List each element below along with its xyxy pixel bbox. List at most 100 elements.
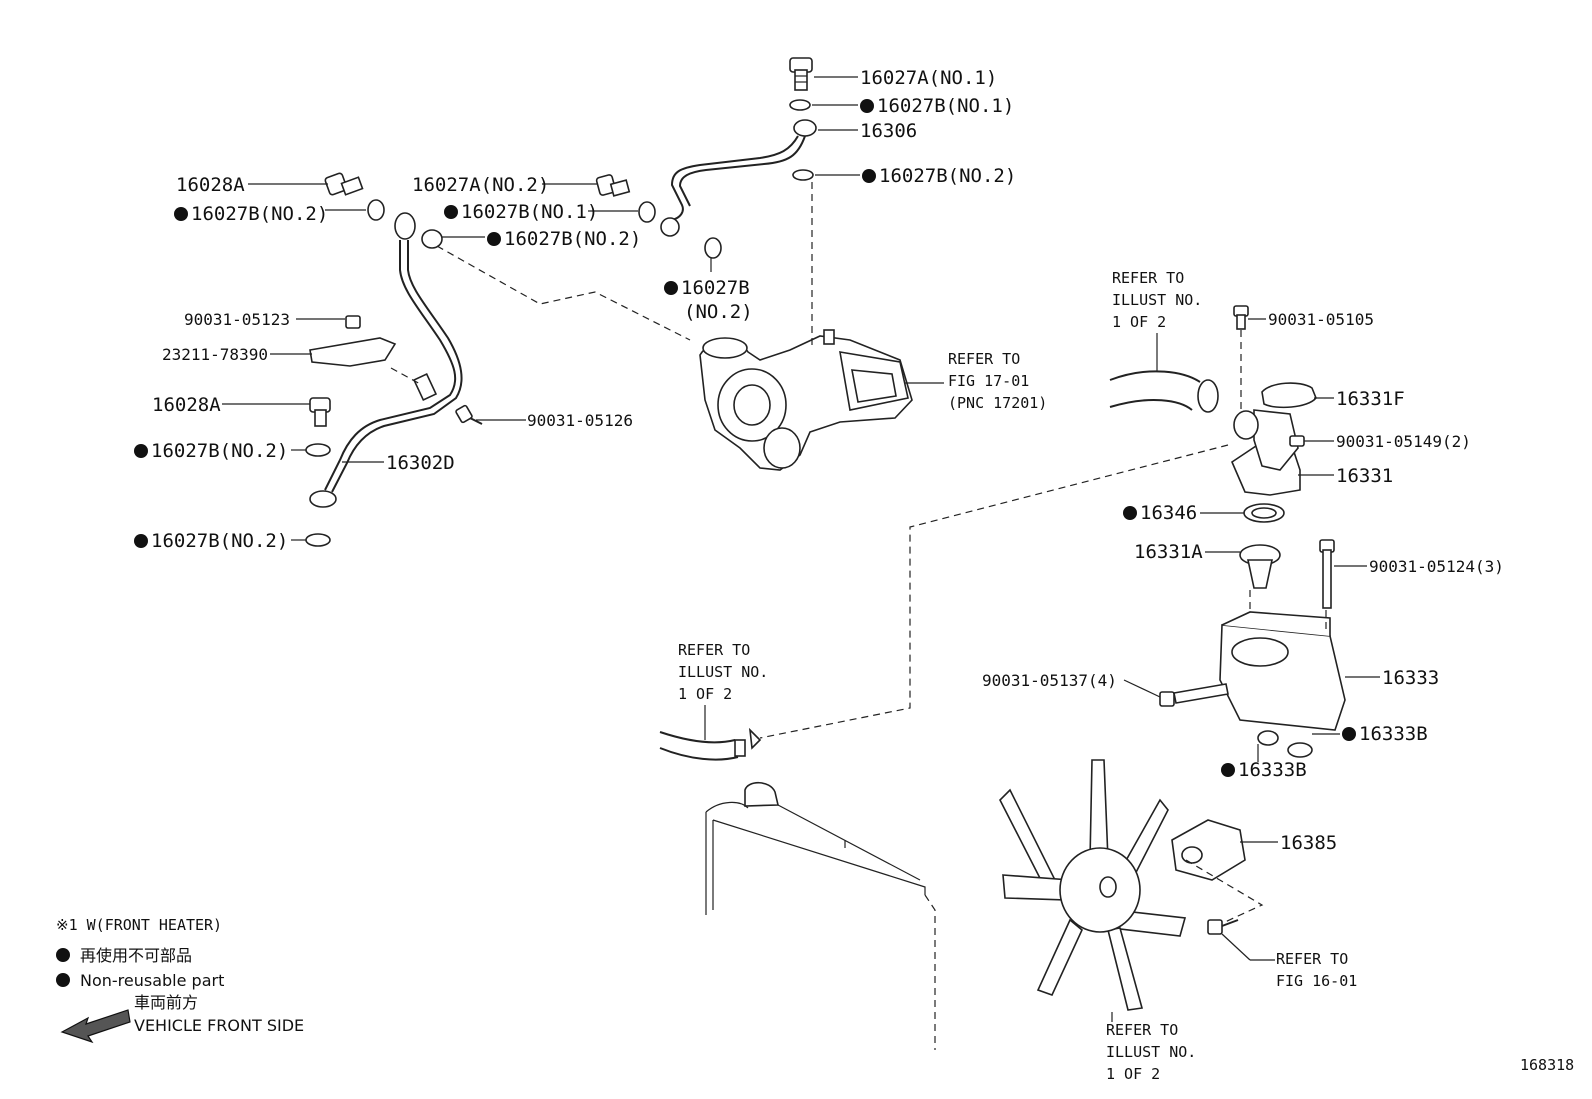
svg-text:16028A: 16028A: [176, 174, 245, 196]
legend-front-en: VEHICLE FRONT SIDE: [134, 1016, 304, 1035]
svg-text:16385: 16385: [1280, 832, 1337, 854]
thermostat-part: [1239, 544, 1281, 589]
dashed-link-3: [390, 367, 423, 386]
svg-text:16028A: 16028A: [152, 394, 221, 416]
callout-16331a: 16331A: [1134, 541, 1203, 563]
thermostat-housing-part: [1219, 611, 1346, 731]
svg-text:16302D: 16302D: [386, 452, 455, 474]
gasket-top-part: [789, 99, 811, 111]
svg-text:16027A(NO.1): 16027A(NO.1): [860, 67, 997, 89]
lower-hose-part: [659, 727, 762, 761]
front-arrow-icon: [60, 1009, 131, 1044]
union-bolt-left-part: [324, 172, 364, 196]
upper-hose-part: [1109, 370, 1219, 413]
callout-16385: 16385: [1280, 832, 1337, 854]
svg-text:16027B(NO.2): 16027B(NO.2): [879, 165, 1016, 187]
svg-text:REFER TO: REFER TO: [678, 641, 750, 659]
fan-part: [999, 759, 1187, 1011]
svg-text:REFER TO: REFER TO: [1106, 1021, 1178, 1039]
callout-16027b-no2-lower2: 16027B(NO.2): [134, 530, 288, 552]
callout-16028a-lower: 16028A: [152, 394, 221, 416]
callout-16027b-no1-top: 16027B(NO.1): [860, 95, 1014, 117]
legend-note: ※1 W(FRONT HEATER): [56, 916, 222, 934]
callouts: 16027A(NO.1) 16027B(NO.1) 16306 16027B(N…: [134, 67, 1504, 854]
svg-text:FIG 17-01: FIG 17-01: [948, 372, 1029, 390]
svg-text:16027B(NO.2): 16027B(NO.2): [504, 228, 641, 250]
svg-text:(NO.2): (NO.2): [684, 301, 753, 323]
oring-16333b-a-part: [1287, 742, 1313, 758]
svg-text:16027B: 16027B: [681, 277, 750, 299]
leader-lines: [222, 76, 1380, 1022]
svg-text:16346: 16346: [1140, 502, 1197, 524]
gasket-right-part: [792, 169, 814, 181]
legend: ※1 W(FRONT HEATER) 再使用不可部品 Non-reusable …: [56, 916, 304, 1044]
svg-text:90031-05123: 90031-05123: [184, 310, 290, 329]
bracket-part: [309, 315, 397, 367]
gasket-lower-1-part: [305, 443, 331, 457]
callout-16346: 16346: [1123, 502, 1197, 524]
callout-16027a-no1: 16027A(NO.1): [860, 67, 997, 89]
gasket-left-part: [367, 199, 385, 221]
svg-text:16027B(NO.2): 16027B(NO.2): [151, 530, 288, 552]
svg-text:REFER TO: REFER TO: [1112, 269, 1184, 287]
oil-outlet-pipe-part: [309, 212, 463, 508]
union-bolt-no1-part: [789, 57, 813, 91]
svg-text:90031-05137(4): 90031-05137(4): [982, 671, 1117, 690]
callout-16333: 16333: [1382, 667, 1439, 689]
legend-nonreusable-jp: 再使用不可部品: [80, 946, 192, 965]
gasket-lower-2-part: [305, 533, 331, 547]
svg-text:16027B(NO.1): 16027B(NO.1): [461, 201, 598, 223]
bolt-fig1601-part: [1207, 919, 1239, 935]
svg-text:16331: 16331: [1336, 465, 1393, 487]
legend-bullet-jp: [56, 948, 70, 962]
union-bolt-lower-part: [309, 397, 331, 427]
legend-nonreusable-en: Non-reusable part: [80, 971, 224, 990]
svg-text:ILLUST NO.: ILLUST NO.: [678, 663, 768, 681]
svg-text:(PNC 17201): (PNC 17201): [948, 394, 1047, 412]
reference-fig16-01: REFER TO FIG 16-01: [1276, 950, 1357, 990]
radiator-part: [705, 781, 936, 1050]
oring-16333b-b-part: [1257, 730, 1279, 746]
callout-16302d: 16302D: [386, 452, 455, 474]
dashed-link-5: [759, 444, 1229, 739]
svg-text:16333B: 16333B: [1359, 723, 1428, 745]
dashed-link-8: [1185, 859, 1264, 923]
gasket-16346-inner: [1251, 507, 1277, 519]
reference-fig17-01: REFER TO FIG 17-01 (PNC 17201): [948, 350, 1047, 412]
callout-16027b-center: 16027B(NO.2): [664, 277, 753, 323]
svg-text:90031-05126: 90031-05126: [527, 411, 633, 430]
water-outlet-part: [1231, 409, 1305, 496]
svg-text:1 OF 2: 1 OF 2: [678, 685, 732, 703]
svg-text:16331A: 16331A: [1134, 541, 1203, 563]
svg-text:90031-05124(3): 90031-05124(3): [1369, 557, 1504, 576]
legend-bullet-en: [56, 973, 70, 987]
svg-text:FIG 16-01: FIG 16-01: [1276, 972, 1357, 990]
callout-16306: 16306: [860, 120, 917, 142]
union-bolt-no2-part: [595, 174, 631, 197]
reference-illust-bottom: REFER TO ILLUST NO. 1 OF 2: [1106, 1021, 1196, 1083]
svg-text:16027B(NO.2): 16027B(NO.2): [151, 440, 288, 462]
callout-90031-05124: 90031-05124(3): [1369, 557, 1504, 576]
callout-16028a-top: 16028A: [176, 174, 245, 196]
reference-illust-lower-left: REFER TO ILLUST NO. 1 OF 2: [678, 641, 768, 703]
callout-16333b-right: 16333B: [1342, 723, 1428, 745]
svg-text:16027A(NO.2): 16027A(NO.2): [412, 174, 549, 196]
gasket-mid-part: [704, 237, 722, 259]
bolt-05126-part: [455, 404, 483, 425]
callout-23211-78390: 23211-78390: [162, 345, 268, 364]
callout-90031-05149: 90031-05149(2): [1336, 432, 1471, 451]
svg-text:16331F: 16331F: [1336, 388, 1405, 410]
fan-flange-part: [1171, 819, 1246, 881]
svg-text:ILLUST NO.: ILLUST NO.: [1106, 1043, 1196, 1061]
callout-16333b-lower: 16333B: [1221, 759, 1307, 781]
legend-front-jp: 車両前方: [134, 993, 198, 1012]
svg-text:90031-05105: 90031-05105: [1268, 310, 1374, 329]
callout-90031-05126: 90031-05126: [527, 411, 633, 430]
callout-16027b-no1-mid: 16027B(NO.1): [444, 201, 598, 223]
callout-16331f: 16331F: [1336, 388, 1405, 410]
reference-illust-upper-right: REFER TO ILLUST NO. 1 OF 2: [1112, 269, 1202, 331]
svg-text:1 OF 2: 1 OF 2: [1112, 313, 1166, 331]
figure-number: 168318: [1520, 1056, 1574, 1074]
svg-text:16027B(NO.2): 16027B(NO.2): [191, 203, 328, 225]
